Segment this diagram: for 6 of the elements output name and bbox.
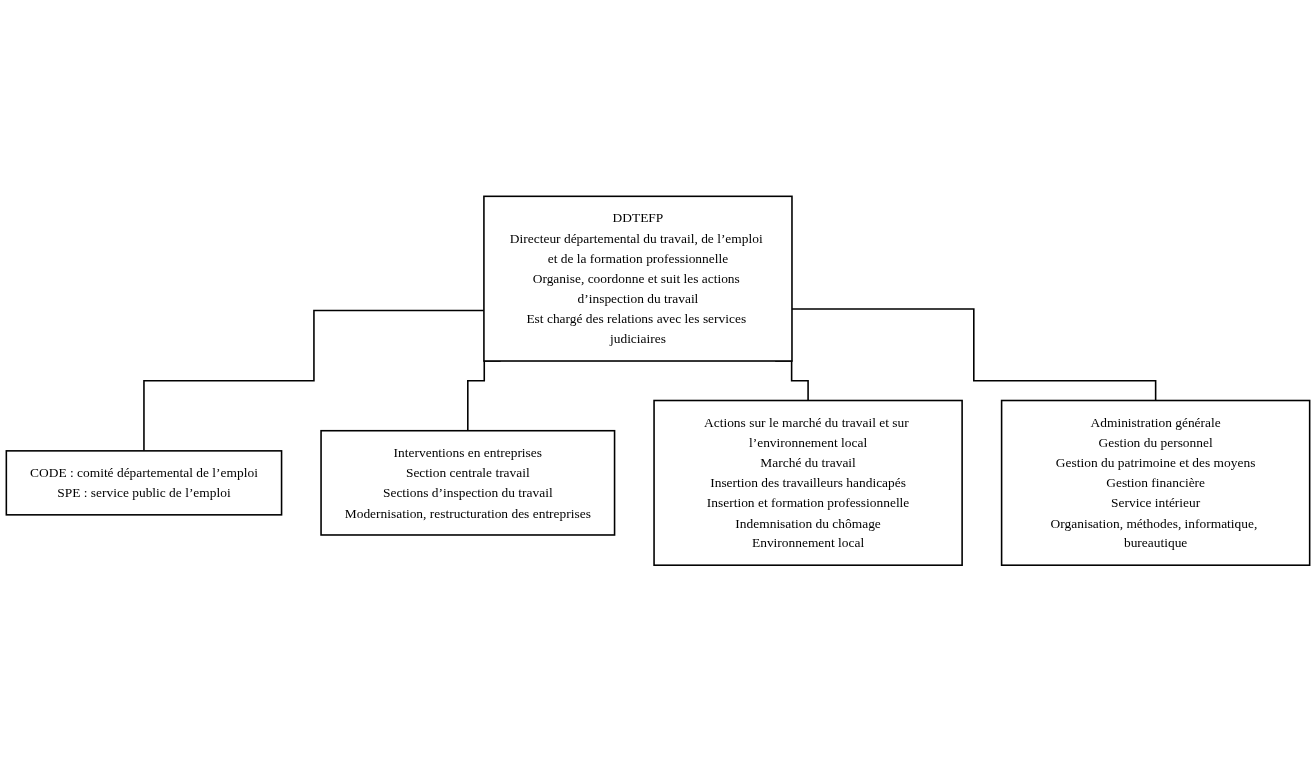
connector bbox=[791, 308, 1157, 402]
node-box: DDTEFP Directeur départemental du travail, de l’emploi et de la formation professionnelle Organise, coordonne et suit les actions d’inspection du travail Est chargé des relations avec les services judiciaires bbox=[483, 195, 793, 363]
node-box: Actions sur le marché du travail et sur l’environnement local Marché du travail Insertion des travailleurs handicapés Insertion et formation professionnelle Indemnisation du chômage Environnement local bbox=[653, 399, 963, 567]
node-box: CODE : comité départemental de l’emploi SPE : service public de l’emploi bbox=[5, 450, 283, 516]
node-box: Administration générale Gestion du personnel Gestion du patrimoine et des moyens Gestion financière Service intérieur Organisation, méthodes, informatique, bureautique bbox=[1000, 399, 1311, 567]
node-box: Interventions en entreprises Section centrale travail Sections d’inspection du travail Modernisation, restructuration des entreprises bbox=[320, 430, 616, 536]
